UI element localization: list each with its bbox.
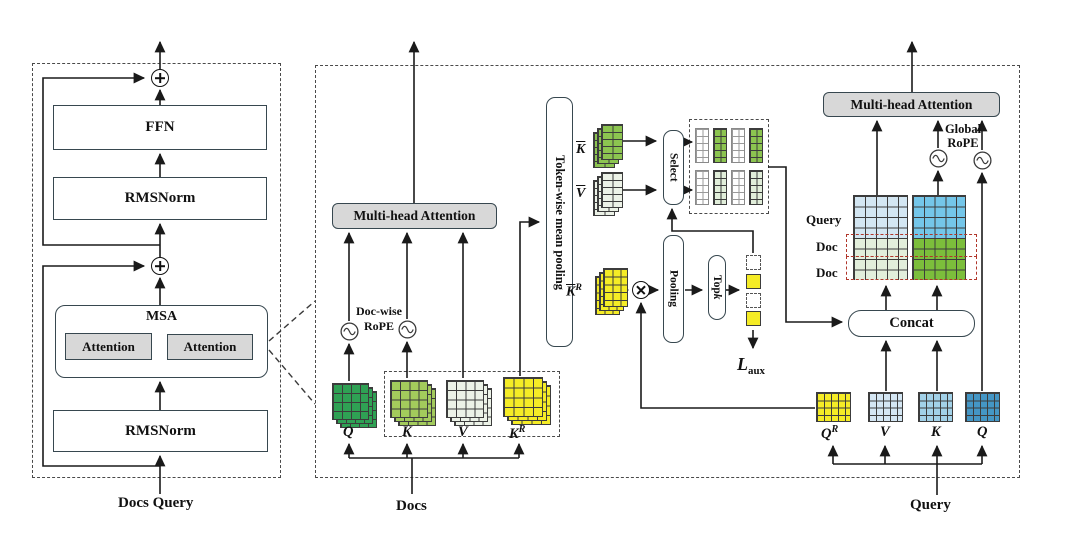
rope-icon	[973, 151, 992, 170]
unselected-k-grid	[695, 128, 709, 163]
rope-icon	[929, 149, 948, 168]
pooling-block: Pooling	[663, 235, 684, 343]
token-pooling-label: Token-wise mean pooling	[553, 154, 567, 290]
select-label: Select	[667, 153, 680, 182]
right-multihead-attention-block: Multi-head Attention	[823, 92, 1000, 117]
kr-label: KR	[509, 424, 526, 442]
doc-band-highlight	[846, 234, 977, 257]
doc-band-highlight	[846, 256, 977, 280]
ffn-block: FFN	[53, 105, 267, 150]
score-square-selected	[746, 311, 761, 326]
k-query-label: K	[931, 424, 941, 440]
concat-label: Concat	[889, 315, 934, 331]
residual-add-icon	[151, 257, 169, 275]
v-query-label: V	[880, 424, 890, 440]
mid-multihead-attention-block: Multi-head Attention	[332, 203, 497, 229]
query-row-label: Query	[806, 212, 842, 227]
concat-seq-matrix-left	[853, 195, 908, 280]
score-square-unselected	[746, 255, 761, 270]
mid-mha-label: Multi-head Attention	[353, 208, 476, 223]
score-square-unselected	[746, 293, 761, 308]
select-block: Select	[663, 130, 684, 205]
attention-right-label: Attention	[183, 339, 237, 354]
attention-right-block: Attention	[167, 334, 253, 360]
doc-wise-rope-label: Doc-wise RoPE	[356, 304, 402, 333]
kbar-r-label: KR	[566, 282, 582, 300]
rope-icon	[340, 322, 359, 341]
transformer-block-dashed-box	[32, 63, 281, 478]
attention-left-block: Attention	[65, 333, 152, 360]
kv-kr-group-dashed-box	[384, 371, 560, 437]
doc-row-label: Doc	[816, 239, 838, 254]
unselected-v-grid	[695, 170, 709, 205]
rmsnorm-top-block: RMSNorm	[53, 177, 267, 220]
right-mha-label: Multi-head Attention	[850, 96, 973, 112]
v-query-tensor	[868, 392, 903, 422]
pooling-label: Pooling	[667, 270, 680, 308]
topk-label: Topk	[711, 275, 723, 300]
rmsnorm-bottom-label: RMSNorm	[125, 422, 196, 439]
selected-v-grid	[749, 170, 763, 205]
doc-row-label: Doc	[816, 265, 838, 280]
docs-query-input-label: Docs Query	[118, 495, 194, 511]
msa-label: MSA	[145, 309, 178, 324]
docs-input-label: Docs	[396, 498, 427, 514]
selected-k-grid	[713, 128, 727, 163]
qr-label: QR	[821, 424, 839, 442]
qr-query-tensor	[816, 392, 851, 422]
rmsnorm-top-label: RMSNorm	[124, 190, 196, 206]
unselected-v-grid	[731, 170, 745, 205]
k-query-tensor	[918, 392, 953, 422]
rope-icon	[398, 320, 417, 339]
aux-loss-label: Laux	[737, 354, 765, 378]
unselected-k-grid	[731, 128, 745, 163]
token-wise-mean-pooling-block: Token-wise mean pooling	[546, 97, 573, 347]
k-label: K	[402, 424, 412, 440]
q-query-tensor	[965, 392, 1000, 422]
ffn-label: FFN	[145, 119, 175, 135]
attention-left-label: Attention	[82, 338, 135, 354]
global-rope-label: Global RoPE	[944, 122, 982, 151]
q-query-label: Q	[977, 424, 988, 440]
q-label: Q	[343, 424, 354, 440]
kbar-label: K	[576, 142, 586, 157]
concat-seq-matrix-right	[912, 195, 966, 280]
selected-v-grid	[713, 170, 727, 205]
v-label: V	[458, 424, 468, 440]
msa-detail-dashed-box	[315, 65, 1020, 478]
score-square-selected	[746, 274, 761, 289]
rmsnorm-bottom-block: RMSNorm	[53, 410, 268, 452]
multiply-icon	[632, 281, 650, 299]
query-input-label: Query	[910, 497, 951, 513]
residual-add-icon	[151, 69, 169, 87]
topk-block: Topk	[708, 255, 726, 320]
vbar-label: V	[576, 186, 586, 201]
concat-block: Concat	[848, 310, 975, 337]
selected-k-grid	[749, 128, 763, 163]
